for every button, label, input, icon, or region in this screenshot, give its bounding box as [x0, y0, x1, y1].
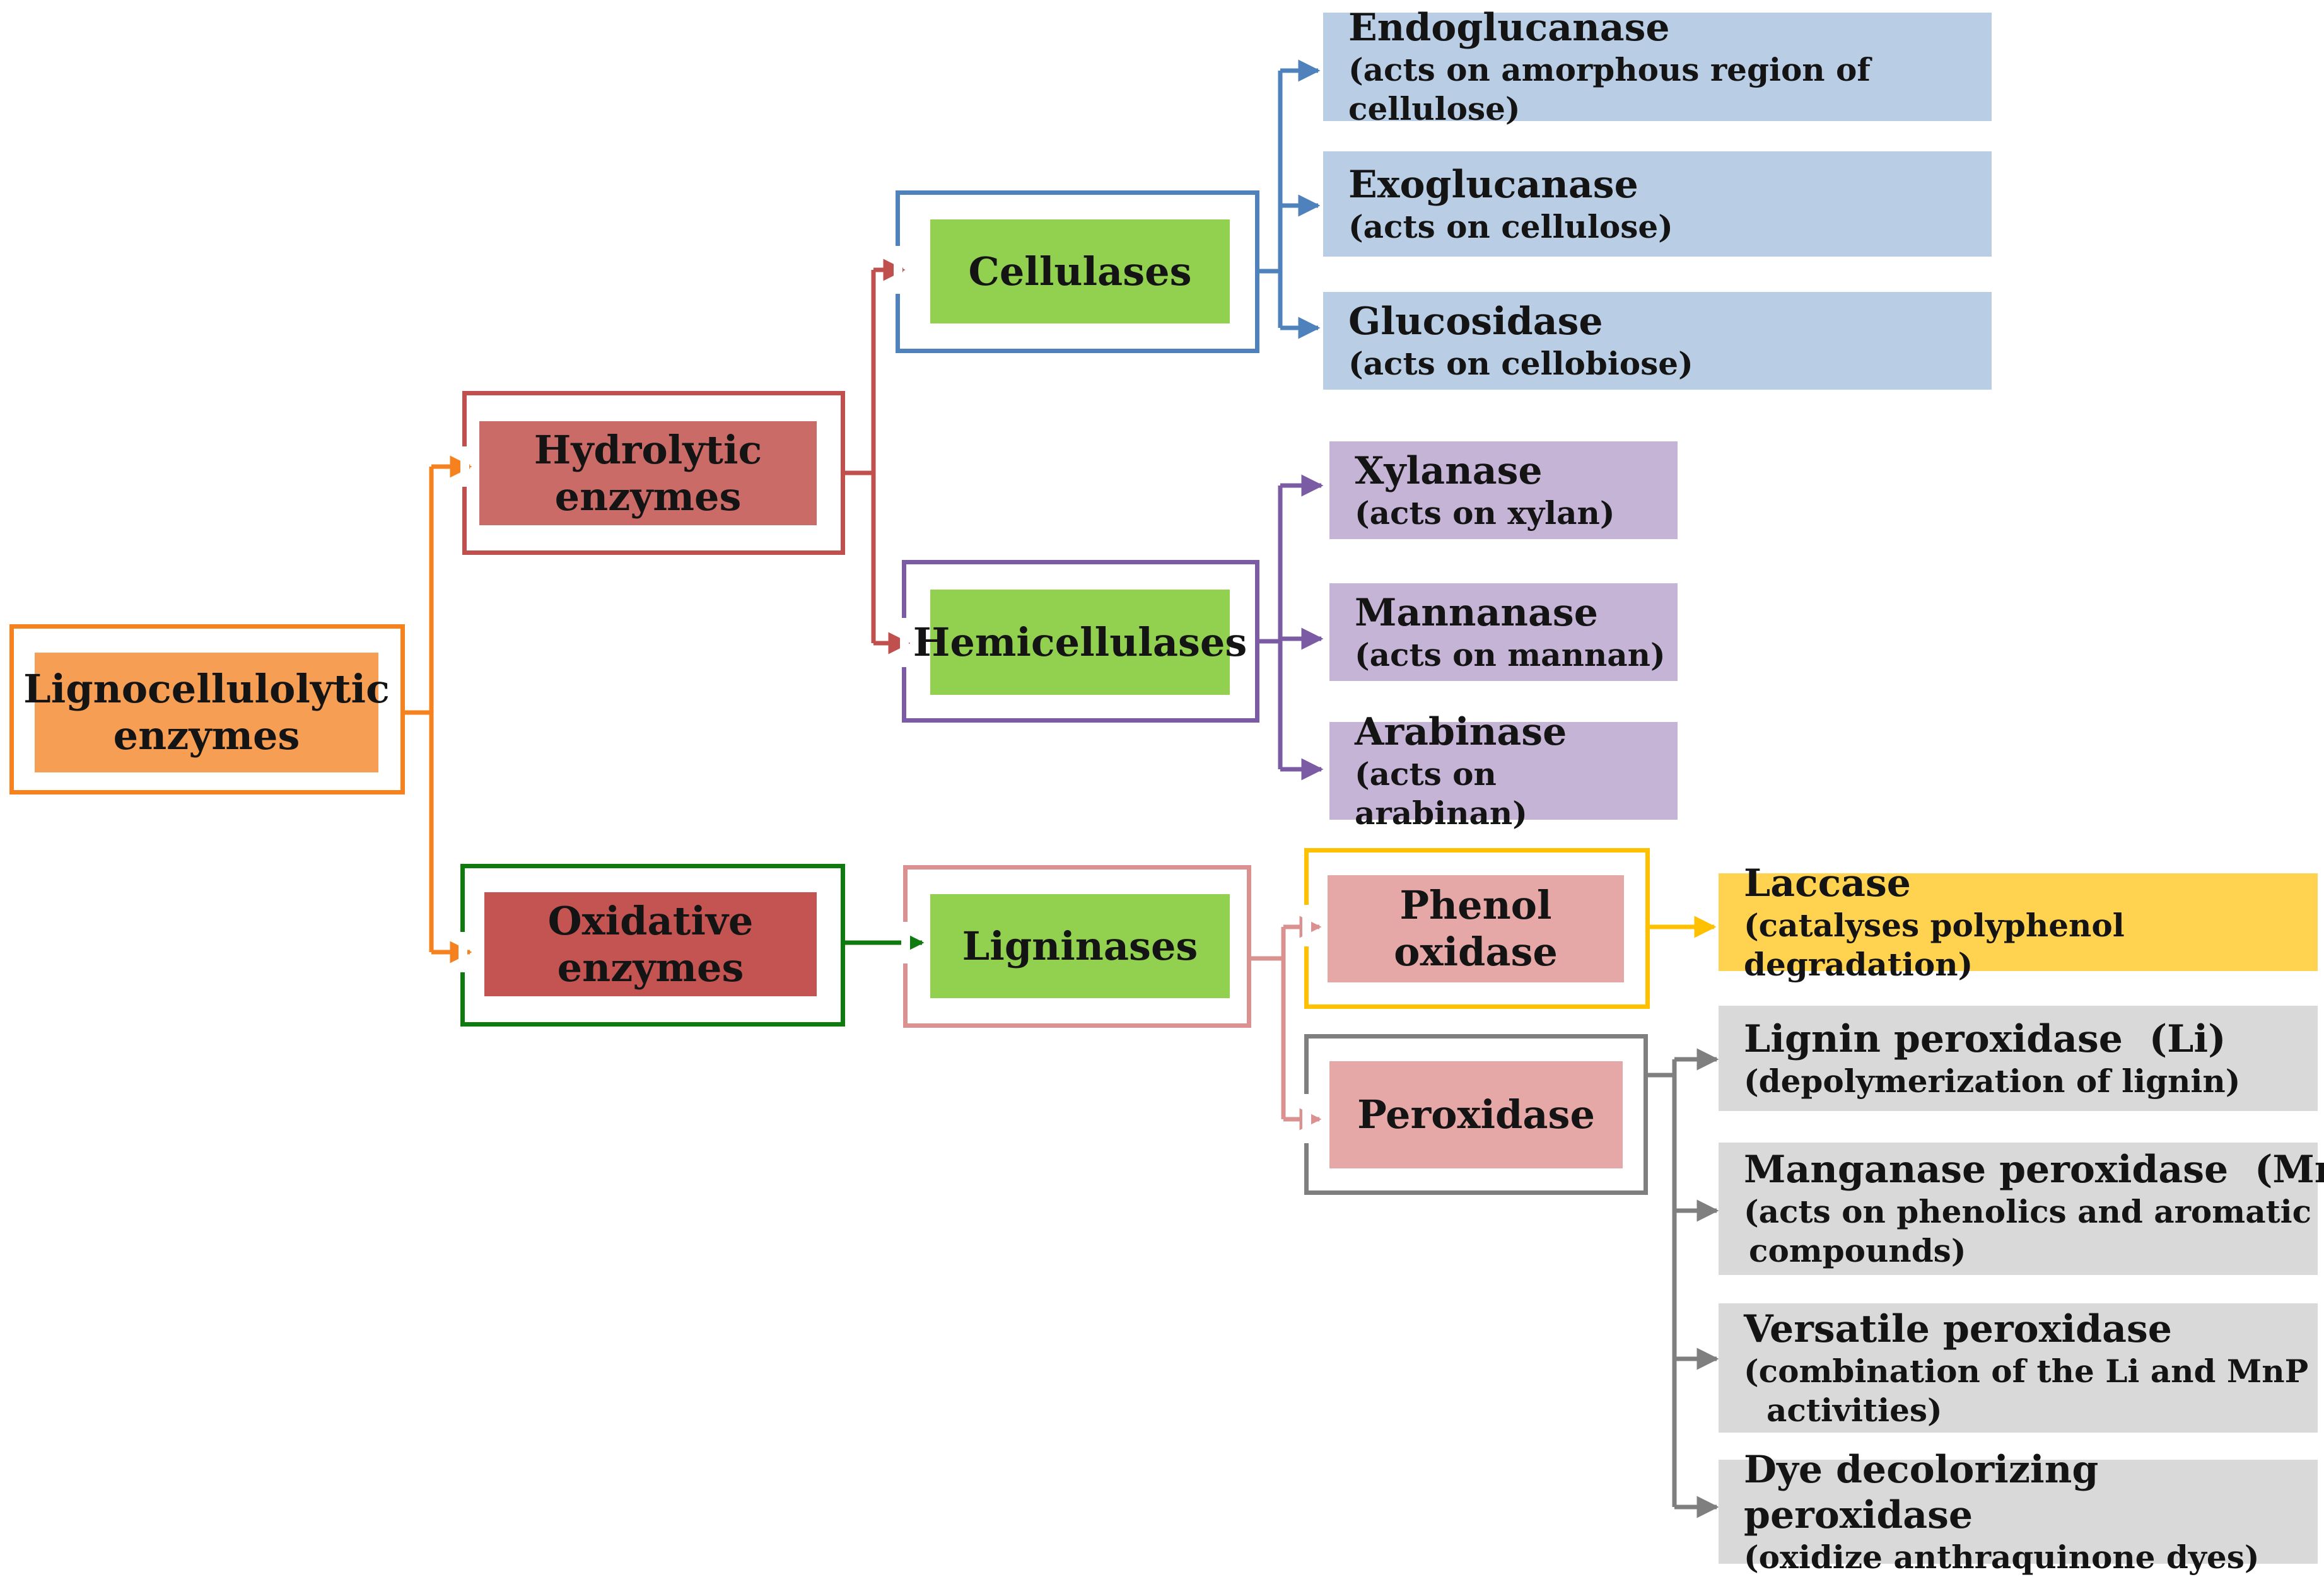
- enzyme-description: (acts on phenolics and aromatic: [1744, 1193, 2312, 1230]
- enzyme-description: (oxidize anthraquinone dyes): [1744, 1538, 2260, 1576]
- node-label: Phenol: [1399, 882, 1552, 928]
- enzyme-description: activities): [1766, 1391, 1942, 1429]
- node-label: oxidase: [1394, 929, 1558, 975]
- enzyme-description: (acts on arabinan): [1355, 755, 1527, 832]
- phenol-oxidase-node: Phenol oxidase: [1328, 875, 1624, 982]
- frame-gap: [894, 246, 902, 294]
- connector-peroxidase: [1646, 1048, 1719, 1518]
- endoglucanase-box: Endoglucanase (acts on amorphous region …: [1323, 6, 1992, 127]
- node-label: Oxidative: [547, 897, 754, 944]
- node-label: enzymes: [554, 473, 742, 520]
- glucosidase-box: Glucosidase (acts on cellobiose): [1323, 292, 1992, 390]
- node-label: Lignocellulolytic: [23, 666, 390, 712]
- enzyme-description: compounds): [1749, 1232, 1966, 1269]
- hemicellulases-node: Hemicellulases: [913, 590, 1247, 695]
- node-label: enzymes: [557, 944, 744, 991]
- hydrolytic-enzymes-node: Hydrolytic enzymes: [479, 421, 817, 525]
- enzyme-description: (acts on cellulose): [1348, 207, 1673, 245]
- enzyme-name: Arabinase: [1355, 709, 1567, 754]
- enzyme-description: (acts on amorphous region of cellulose): [1348, 51, 1871, 127]
- node-label: Ligninases: [962, 922, 1198, 969]
- enzyme-name: Exoglucanase: [1348, 162, 1638, 207]
- lignocellulolytic-enzymes-node: Lignocellulolytic enzymes: [23, 653, 390, 772]
- connector-hemicellulases: [1257, 474, 1324, 781]
- enzyme-name: Dye decolorizing peroxidase: [1744, 1447, 2099, 1537]
- enzyme-name: Xylanase: [1355, 448, 1543, 493]
- node-label: Hydrolytic: [534, 426, 762, 473]
- connector-ligninases: [1249, 916, 1322, 1131]
- node-label: Cellulases: [968, 248, 1192, 294]
- enzyme-name: Glucosidase: [1348, 299, 1603, 344]
- ligninases-node: Ligninases: [930, 894, 1230, 998]
- enzyme-description: (depolymerization of lignin): [1744, 1062, 2241, 1100]
- enzyme-name: Versatile peroxidase: [1744, 1306, 2172, 1351]
- frame-gap: [900, 618, 909, 667]
- frame-gap: [1302, 905, 1311, 946]
- dye-decolorizing-peroxidase-box: Dye decolorizing peroxidase (oxidize ant…: [1719, 1448, 2318, 1576]
- lignin-peroxidase-box: Lignin peroxidase (Li) (depolymerization…: [1719, 1006, 2318, 1111]
- xylanase-box: Xylanase (acts on xylan): [1329, 441, 1678, 539]
- enzyme-name: Laccase: [1744, 861, 1911, 905]
- enzyme-name: Endoglucanase: [1348, 6, 1670, 50]
- oxidative-enzymes-node: Oxidative enzymes: [484, 892, 817, 996]
- enzyme-description: (acts on cellobiose): [1348, 344, 1693, 382]
- node-label: Peroxidase: [1357, 1091, 1595, 1138]
- frame-gap: [458, 932, 467, 972]
- connector-root: [402, 455, 472, 963]
- enzyme-description: (acts on mannan): [1355, 636, 1666, 673]
- enzyme-description: (acts on xylan): [1355, 494, 1615, 532]
- arabinase-box: Arabinase (acts on arabinan): [1329, 710, 1678, 832]
- frame-gap: [901, 922, 910, 963]
- exoglucanase-box: Exoglucanase (acts on cellulose): [1323, 151, 1992, 257]
- node-label: Hemicellulases: [913, 619, 1247, 665]
- laccase-box: Laccase (catalyses polyphenol degradatio…: [1719, 861, 2318, 983]
- cellulases-node: Cellulases: [930, 219, 1230, 323]
- lignocellulolytic-frame: [9, 624, 405, 794]
- frame-gap: [460, 446, 469, 487]
- enzyme-description: (catalyses polyphenol degradation): [1744, 906, 2125, 983]
- node-label: enzymes: [113, 713, 300, 759]
- frame-gap: [1302, 1094, 1311, 1143]
- enzyme-name: Manganase peroxidase (MnP): [1744, 1148, 2324, 1192]
- manganase-peroxidase-box: Manganase peroxidase (MnP) (acts on phen…: [1719, 1143, 2324, 1275]
- enzyme-description: (combination of the Li and MnP: [1744, 1352, 2309, 1390]
- peroxidase-node: Peroxidase: [1329, 1061, 1623, 1168]
- enzyme-name: Lignin peroxidase (Li): [1744, 1016, 2226, 1061]
- mannanase-box: Mannanase (acts on mannan): [1329, 583, 1678, 681]
- versatile-peroxidase-box: Versatile peroxidase (combination of the…: [1719, 1303, 2318, 1433]
- enzyme-name: Mannanase: [1355, 590, 1598, 635]
- connector-cellulases: [1257, 59, 1321, 339]
